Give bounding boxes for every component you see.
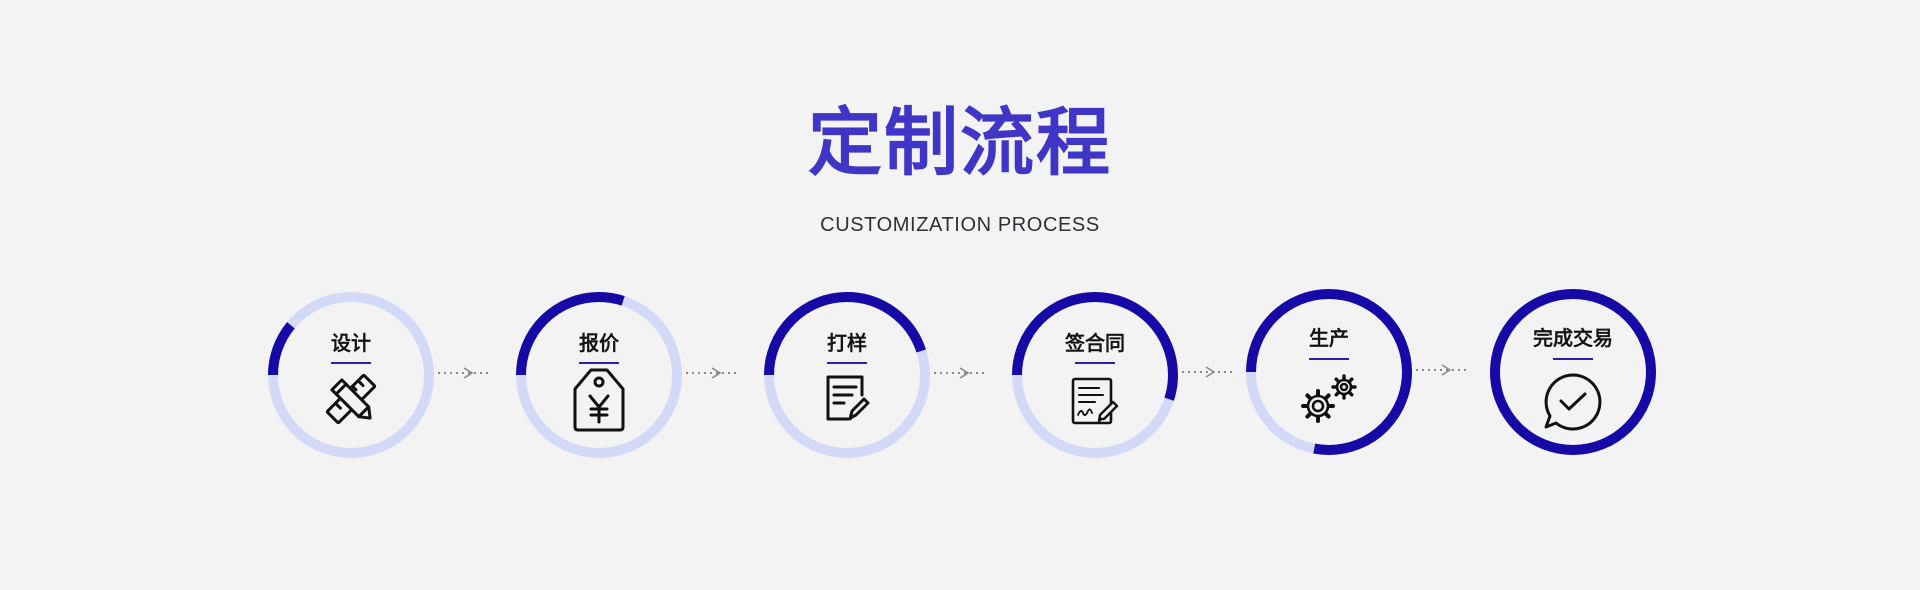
page-subtitle: CUSTOMIZATION PROCESS <box>820 214 1100 236</box>
connector-arrow-2 <box>680 367 740 379</box>
connector-arrow-3 <box>928 367 988 379</box>
step-underline <box>1553 358 1593 360</box>
step-underline <box>1075 362 1115 364</box>
step-label: 报价 <box>579 331 619 355</box>
progress-ring <box>1490 289 1656 455</box>
progress-ring <box>1246 289 1412 455</box>
progress-ring <box>1012 292 1178 458</box>
step-sign-contract: 签合同 <box>1007 287 1183 463</box>
step-label: 生产 <box>1309 326 1349 350</box>
step-underline <box>827 362 867 364</box>
check-chat-icon <box>1544 373 1602 431</box>
signed-contract-icon <box>1071 377 1119 425</box>
step-design: 设计 <box>263 287 439 463</box>
step-production: 生产 <box>1241 284 1417 460</box>
step-deal-complete: 完成交易 <box>1485 284 1661 460</box>
pencil-ruler-icon <box>325 373 377 425</box>
step-label: 签合同 <box>1065 331 1125 355</box>
gears-icon <box>1301 374 1357 423</box>
step-label: 打样 <box>827 331 867 355</box>
step-underline <box>331 362 371 364</box>
step-label: 设计 <box>331 331 371 355</box>
step-label: 完成交易 <box>1533 326 1613 350</box>
progress-ring <box>764 292 930 458</box>
price-tag-yen-icon <box>573 368 625 432</box>
step-underline <box>1309 358 1349 360</box>
step-underline <box>579 362 619 364</box>
connector-arrow-1 <box>432 367 492 379</box>
page-title: 定制流程 <box>808 100 1112 186</box>
progress-ring <box>268 292 434 458</box>
progress-ring <box>516 292 682 458</box>
step-sampling: 打样 <box>759 287 935 463</box>
connector-arrow-5 <box>1410 364 1470 376</box>
connector-arrow-4 <box>1176 366 1236 378</box>
edit-document-icon <box>826 375 870 421</box>
step-quotation: 报价 <box>511 287 687 463</box>
